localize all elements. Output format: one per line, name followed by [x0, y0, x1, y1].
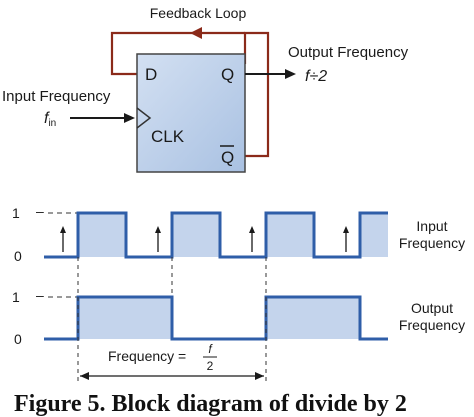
frequency-denominator: 2 [207, 359, 214, 373]
pin-d-label: D [145, 65, 157, 84]
output-level-1: 1 [12, 289, 20, 305]
edge-guides [77, 257, 267, 385]
figure-caption: Figure 5. Block diagram of divide by 2 [14, 392, 407, 417]
output-waveform-label-1: Output [411, 300, 453, 316]
flip-flop-diagram: Feedback Loop D Q CLK Q Output Frequency… [2, 5, 409, 173]
pin-clk-label: CLK [151, 127, 185, 146]
input-waveform-label-2: Frequency [399, 235, 465, 251]
rising-edge-markers [60, 226, 349, 252]
feedback-wire [243, 31, 270, 158]
input-waveform [44, 211, 388, 259]
period-left-arrow-icon [80, 372, 89, 380]
output-tick-1: – [36, 287, 44, 303]
input-pulse-2 [172, 213, 220, 257]
timing-diagram: 1 0 1 0 – – Input Frequency [12, 203, 465, 385]
d-flip-flop-block [136, 53, 246, 173]
input-level-0: 0 [14, 248, 22, 264]
rising-edge-arrow-icon [343, 226, 349, 233]
pin-q-label: Q [221, 65, 234, 84]
pin-qbar-label: Q [221, 148, 234, 167]
frequency-numerator: f [208, 342, 213, 356]
clk-input-arrow-icon [124, 113, 135, 123]
input-symbol: fin [44, 110, 56, 129]
output-pulse-2 [266, 297, 360, 339]
frequency-label-bg [104, 342, 226, 370]
rising-edge-arrow-icon [249, 226, 255, 233]
output-waveform-label-2: Frequency [399, 317, 465, 333]
frequency-equation-text: Frequency = [108, 348, 186, 364]
output-frequency-label: Output Frequency [288, 44, 409, 61]
input-pulse-3 [266, 213, 314, 257]
output-formula: f÷2 [305, 68, 327, 85]
output-signal-line [44, 295, 388, 341]
rising-edge-arrow-icon [155, 226, 161, 233]
rising-edge-arrow-icon [60, 226, 66, 233]
feedback-arrow-icon [190, 27, 202, 39]
input-symbol-sub: in [48, 118, 56, 129]
period-right-arrow-icon [255, 372, 264, 380]
divider-figure: Feedback Loop D Q CLK Q Output Frequency… [2, 5, 465, 385]
output-waveform [44, 295, 388, 341]
q-output-arrow-icon [285, 69, 296, 79]
feedback-wire-left [110, 31, 245, 76]
output-level-0: 0 [14, 331, 22, 347]
input-waveform-label-1: Input [416, 218, 447, 234]
input-signal-line [44, 211, 388, 259]
output-pulse-1 [78, 297, 172, 339]
input-symbol-main: f [44, 110, 50, 127]
input-pulse-4 [360, 213, 388, 257]
input-level-1: 1 [12, 205, 20, 221]
input-pulse-1 [78, 213, 126, 257]
input-tick-1: – [36, 203, 44, 219]
clock-triangle-icon [136, 107, 152, 129]
feedback-loop-label: Feedback Loop [150, 5, 247, 21]
input-frequency-label: Input Frequency [2, 88, 111, 105]
